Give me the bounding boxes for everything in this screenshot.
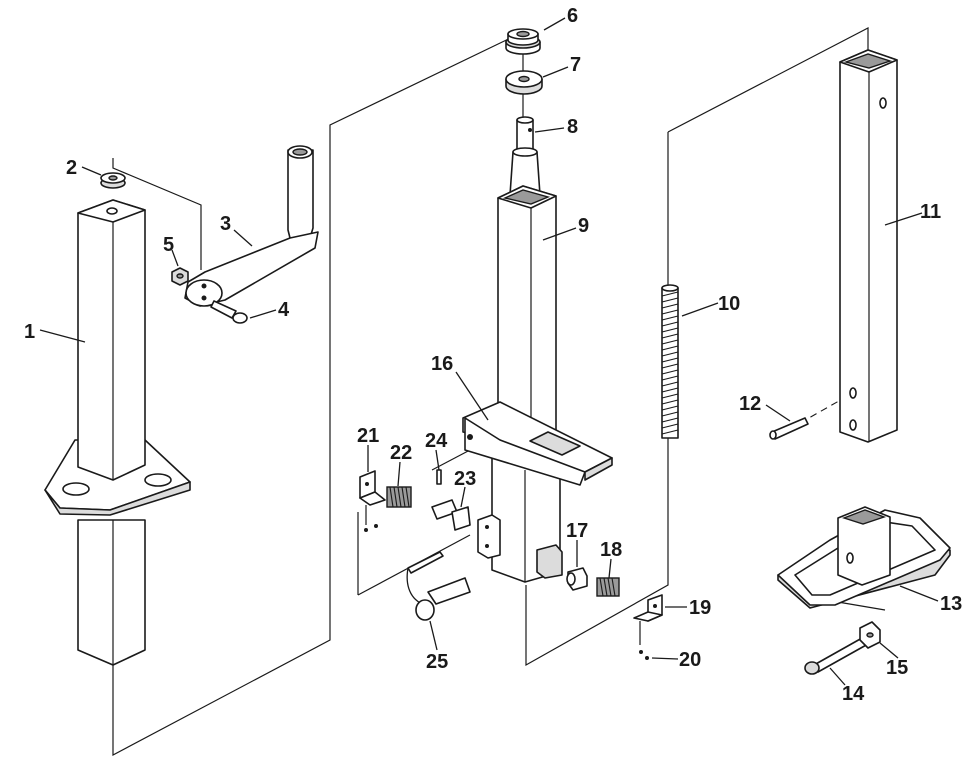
callout-18: 18 [600, 539, 622, 561]
callout-19: 19 [689, 597, 711, 619]
callout-5: 5 [163, 234, 174, 256]
callout-24: 24 [425, 430, 448, 452]
callout-1: 1 [24, 321, 35, 343]
part-9-inner-tube [497, 185, 557, 461]
part-7-flat-washer [505, 70, 543, 95]
part-17-coupler [566, 567, 588, 591]
part-3-crank-handle [184, 145, 319, 307]
part-22-left-spring [386, 486, 412, 508]
part-2-top-washer [100, 172, 126, 189]
part-10-threaded-rod [661, 284, 679, 439]
part-13-foot-pad [777, 506, 951, 609]
part-18-right-spring [596, 577, 620, 597]
callout-8: 8 [567, 116, 578, 138]
callout-9: 9 [578, 215, 589, 237]
part-6-bearing [505, 28, 541, 55]
callout-4: 4 [278, 299, 290, 321]
part-12-pin [769, 417, 809, 440]
callout-15: 15 [886, 657, 908, 679]
part-23-plunger [431, 499, 471, 531]
part-19-right-bracket [633, 594, 663, 645]
part-21-left-bracket [359, 470, 386, 532]
callout-labels: 1 2 3 4 5 6 7 8 9 10 11 12 13 14 15 16 1… [24, 5, 962, 705]
part-1-outer-tube-with-plate [44, 199, 191, 666]
part-15-nut [859, 621, 881, 649]
callout-3: 3 [220, 213, 231, 235]
part-4-bolt [210, 300, 248, 324]
callout-2: 2 [66, 157, 77, 179]
callout-6: 6 [567, 5, 578, 27]
callout-10: 10 [718, 293, 740, 315]
callout-20: 20 [679, 649, 701, 671]
callout-16: 16 [431, 353, 453, 375]
callout-22: 22 [390, 442, 412, 464]
callout-7: 7 [570, 54, 581, 76]
callout-21: 21 [357, 425, 379, 447]
leader-lines [39, 17, 939, 686]
assembly-axis-lines [112, 27, 886, 756]
callout-25: 25 [426, 651, 448, 673]
callout-17: 17 [566, 520, 588, 542]
part-24-roll-pin [436, 469, 442, 485]
part-20-right-screws [639, 650, 649, 660]
callout-13: 13 [940, 593, 962, 615]
part-25-lynch-pin [406, 551, 471, 621]
part-11-extension-tube [839, 49, 898, 443]
callout-23: 23 [454, 468, 476, 490]
part-5-nut [171, 267, 189, 286]
part-14-bolt [804, 637, 869, 675]
callout-12: 12 [739, 393, 761, 415]
part-8-gear-shaft [509, 116, 541, 196]
callout-11: 11 [920, 201, 941, 223]
part-16-housing-bracket [462, 401, 613, 583]
callout-14: 14 [842, 683, 865, 705]
